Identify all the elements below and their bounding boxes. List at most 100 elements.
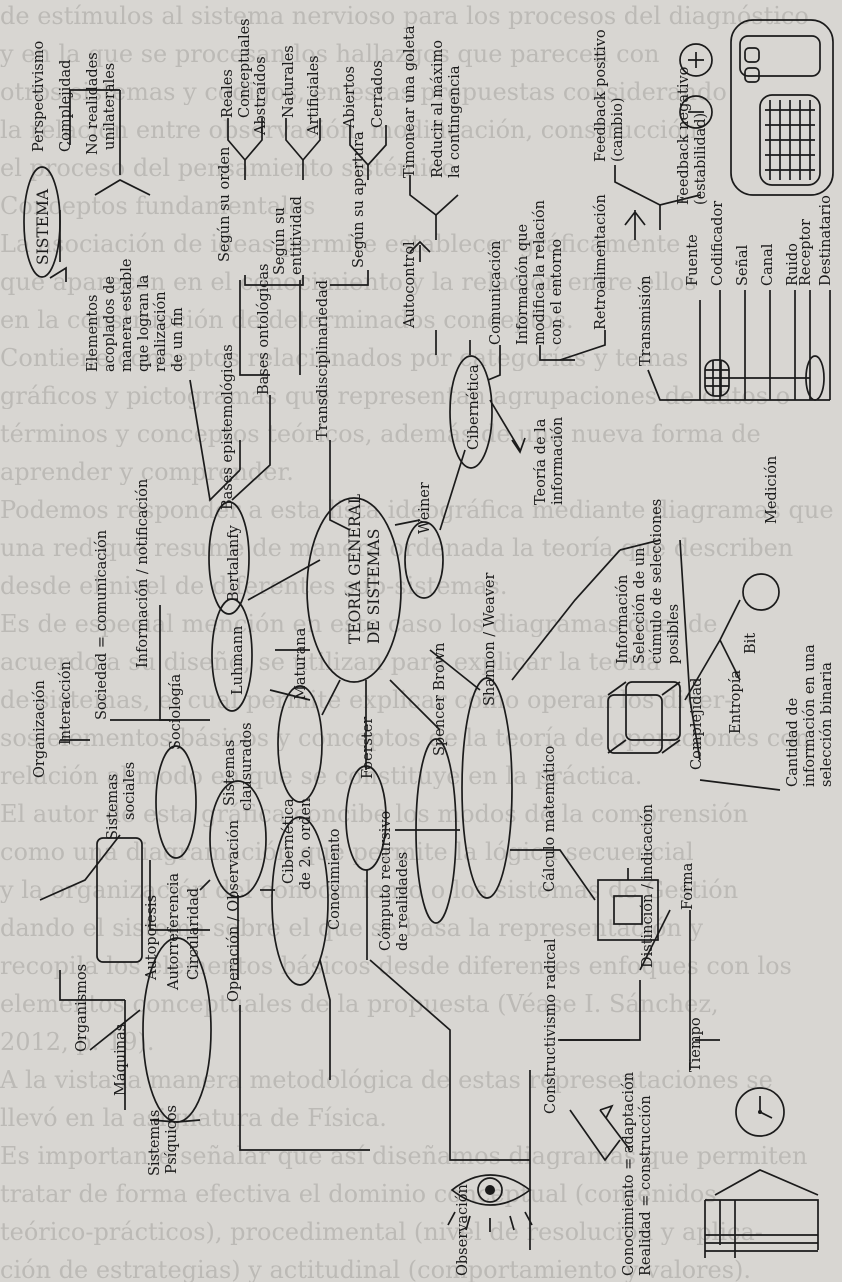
diagram-label: Feedback negativo xyxy=(676,67,692,205)
connector xyxy=(89,1009,141,1051)
diagram-label: Retroalimentación xyxy=(593,194,609,330)
diagram-label: Comunicación xyxy=(488,241,504,345)
arrow xyxy=(599,1104,614,1119)
diagram-label: Bit xyxy=(743,633,759,654)
connector xyxy=(614,165,701,206)
background-text-line: que aparecen en el conocimiento y la rel… xyxy=(0,269,697,295)
connector xyxy=(239,280,270,376)
diagram-label: Feedback positivo xyxy=(593,29,609,162)
background-text-line: Conceptos fundamentales xyxy=(0,193,316,219)
clock-icon xyxy=(735,1087,785,1137)
diagram-label: de un fin xyxy=(170,307,186,372)
arrow-up-icon xyxy=(409,240,431,262)
diagram-label: que logran la xyxy=(136,274,152,372)
connector xyxy=(149,1119,201,1123)
diagram-label: de realidades xyxy=(395,852,411,951)
connector xyxy=(321,679,341,716)
diagram-label: Maturana xyxy=(293,627,309,700)
background-text-line: teórico-prácticos), procedimental (nivel… xyxy=(0,1219,763,1245)
diagram-label: Selección de un xyxy=(632,548,648,664)
background-text-line: Podemos responder a esta lista ideográfi… xyxy=(0,497,842,523)
bit-circle xyxy=(742,573,780,611)
maturana-ellipse xyxy=(277,685,323,803)
connector xyxy=(647,369,700,401)
diagram-label: Abstraídos xyxy=(253,56,269,136)
diagram-label: Información que xyxy=(515,224,531,345)
minus-circle-icon xyxy=(679,95,713,129)
diagram-label: Conocimiento = adaptación xyxy=(621,1072,637,1276)
connector xyxy=(679,539,691,701)
connector xyxy=(329,440,351,531)
connector xyxy=(330,270,369,286)
arrow-icon xyxy=(624,210,646,240)
diagram-label: Cálculo matemático xyxy=(542,746,558,892)
diagram-label: Conocimiento xyxy=(327,828,343,930)
diagram-label: Perspectivismo xyxy=(31,41,47,152)
connector xyxy=(699,779,781,791)
diagram-label: Información / notificación xyxy=(135,479,151,668)
arrow xyxy=(599,1109,631,1151)
connector xyxy=(619,539,661,551)
diagram-label: (cambio) xyxy=(610,98,626,162)
plus-sign xyxy=(688,52,704,68)
diagram-label: Bertalanfy xyxy=(226,524,242,602)
diagram-label: Weiner xyxy=(417,482,433,534)
spencer-brown-ellipse xyxy=(415,738,457,924)
diagram-label: de 2o. orden xyxy=(298,798,314,890)
connector xyxy=(394,519,421,526)
connector xyxy=(149,860,210,931)
diagram-label: Según su apertura xyxy=(351,131,367,268)
background-text-line: Contiene conceptos relacionados por cate… xyxy=(0,345,689,371)
connector xyxy=(389,679,441,731)
diagram-label: Naturales xyxy=(281,45,297,118)
connector xyxy=(231,395,271,501)
diagram-label: Sociedad = comunicación xyxy=(94,530,110,720)
connector xyxy=(239,1005,280,1151)
chair-icon xyxy=(704,1169,819,1258)
connector xyxy=(39,834,121,901)
diagram-label: Artificiales xyxy=(306,55,322,136)
diagram-label: Timonear una goleta xyxy=(402,25,418,178)
background-text-line: 2012, p. 19). xyxy=(0,1029,155,1055)
diagram-label: Luhmann xyxy=(230,626,246,695)
background-text-line: La asociación de ideas permite establece… xyxy=(0,231,681,257)
background-text-line: y la organización del conocimiento o los… xyxy=(0,877,739,903)
diagram-label: clausurados xyxy=(239,722,255,811)
diagram-label: Sociología xyxy=(168,674,184,750)
diagram-label: acoplados de xyxy=(102,276,118,372)
diagram-label: Cibernética xyxy=(281,798,297,884)
diagram-label: Reducir al máximo xyxy=(430,40,446,178)
sistemas-sociales-box xyxy=(96,837,143,963)
diagram-label: Bases epistemológicas xyxy=(220,344,236,510)
diagram-label: Codificador xyxy=(710,201,726,286)
diagram-label: Tiempo xyxy=(688,1017,704,1072)
background-text-line: ción de estrategias) y actitudinal (comp… xyxy=(0,1257,751,1282)
diagram-label: Sistemas xyxy=(147,1110,163,1176)
microphone-icon xyxy=(704,355,825,401)
diagram-label: Circularidad xyxy=(186,888,202,980)
connector xyxy=(247,559,321,601)
diagram-label: Distinción / indicación xyxy=(640,804,656,968)
diagram-label: Canal xyxy=(760,243,776,286)
connector xyxy=(510,849,596,901)
diagram-label: DE SISTEMAS xyxy=(365,529,383,644)
diagram-label: Señal xyxy=(735,245,751,286)
connector xyxy=(449,1060,530,1161)
connector xyxy=(59,970,125,1001)
cibernetica-ellipse xyxy=(449,355,493,469)
background-text-line: dando el sistema sobre el que se basa la… xyxy=(0,915,704,941)
diagram-label: sociales xyxy=(122,762,138,820)
background-text-line: El autor de esta gráfica concibe los mod… xyxy=(0,801,749,827)
background-text-line: A la vista la manera metodológica de est… xyxy=(0,1067,773,1093)
diagram-label: Reales xyxy=(220,69,236,118)
background-text-line: Es de especial mención en este caso los … xyxy=(0,611,718,637)
diagram-label: SISTEMA xyxy=(34,188,52,265)
bertalanfy-ellipse xyxy=(208,501,250,615)
diagram-label: Cantidad de xyxy=(785,698,801,787)
connector xyxy=(244,275,304,286)
diagram-label: cúmulo de selecciones xyxy=(649,499,665,664)
weiner-ellipse xyxy=(404,521,444,599)
diagram-label: entitividad xyxy=(289,196,305,275)
diagram-label: TEORÍA GENERAL xyxy=(346,494,364,644)
